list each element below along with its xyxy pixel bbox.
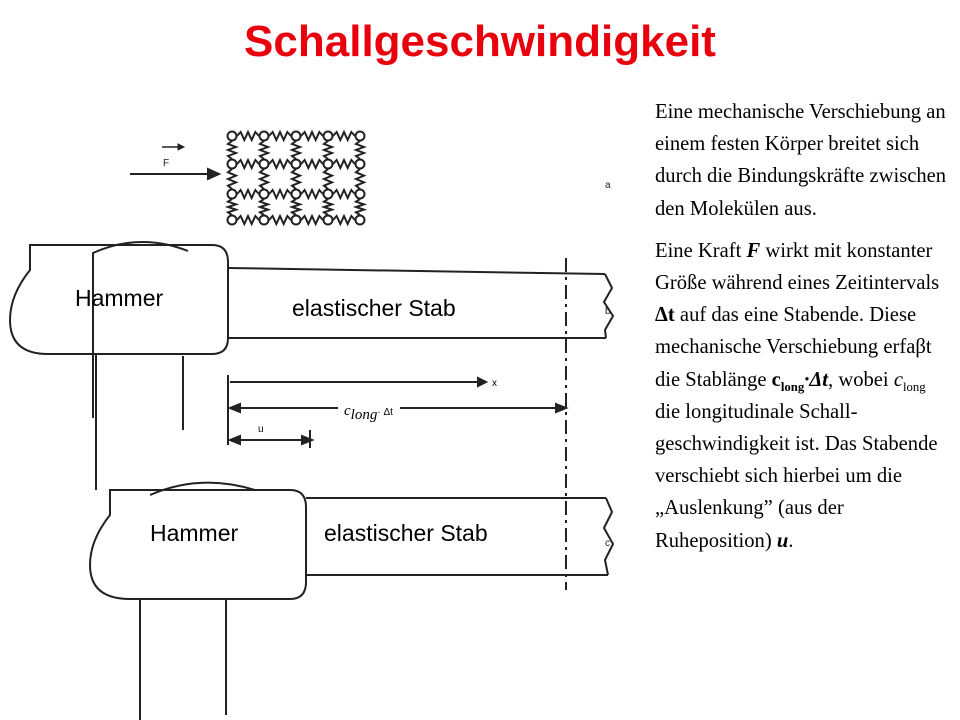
spring: [268, 187, 292, 201]
molecule-node: [290, 158, 302, 170]
spring: [353, 168, 367, 190]
spring: [268, 157, 292, 171]
top-hammer-assembly: [8, 240, 615, 590]
molecule-node: [290, 214, 302, 226]
spring: [236, 129, 260, 143]
top-rod-label: elastischer Stab: [292, 295, 456, 321]
spring: [352, 198, 368, 216]
spring: [288, 198, 304, 216]
spring: [224, 198, 240, 216]
spring: [332, 213, 356, 227]
top-hammer-label: Hammer: [75, 285, 164, 311]
molecule-node: [226, 158, 238, 170]
spring: [256, 198, 272, 216]
spring: [236, 157, 260, 171]
molecule-node: [322, 214, 334, 226]
page-title: Schallgeschwindigkeit: [244, 17, 716, 66]
measurement-arrows: [227, 375, 569, 448]
sound-propagation-diagram: F a b c Hammer elastischer Stab x clong·…: [8, 129, 615, 720]
molecule-node: [322, 158, 334, 170]
paragraph-1: Eine mechanische Verschiebung an einem f…: [655, 101, 947, 220]
force-label: F: [163, 158, 169, 169]
force-symbol: F: [746, 239, 761, 262]
bottom-rod-label: elastischer Stab: [324, 520, 488, 546]
spring: [321, 168, 335, 190]
spring: [225, 140, 239, 160]
spring: [236, 213, 260, 227]
spring: [321, 140, 335, 160]
force-arrow: [130, 143, 222, 181]
molecule-node: [226, 188, 238, 200]
measure-u-label: u: [258, 424, 264, 435]
molecule-node: [322, 130, 334, 142]
molecule-node: [322, 188, 334, 200]
panel-label-c: c: [605, 538, 610, 549]
molecule-node: [290, 130, 302, 142]
spring: [236, 187, 260, 201]
spring: [257, 168, 271, 190]
molecule-node: [354, 188, 366, 200]
spring: [300, 157, 324, 171]
spring: [353, 140, 367, 160]
spring: [320, 198, 336, 216]
spring: [332, 187, 356, 201]
molecule-node: [258, 130, 270, 142]
molecule-node: [258, 158, 270, 170]
molecule-node: [258, 188, 270, 200]
spring: [268, 129, 292, 143]
spring: [225, 168, 239, 190]
bottom-hammer-assembly: [88, 481, 615, 720]
molecule-node: [226, 214, 238, 226]
paragraph-2: Eine Kraft F wirkt mit konstanter Größe …: [655, 239, 940, 552]
spring: [268, 213, 292, 227]
molecule-node: [354, 214, 366, 226]
spring: [257, 140, 271, 160]
explanation-text: Eine mechanische Verschiebung an einem f…: [655, 96, 953, 567]
spring: [332, 129, 356, 143]
delta-t-symbol: Δt: [655, 304, 675, 327]
spring: [332, 157, 356, 171]
bottom-hammer-label: Hammer: [150, 520, 239, 546]
molecule-node: [354, 158, 366, 170]
spring: [300, 213, 324, 227]
molecule-node: [258, 214, 270, 226]
molecule-node: [290, 188, 302, 200]
displacement-symbol: u: [776, 529, 789, 552]
measure-c-long-label: clong· Δt: [344, 403, 393, 423]
molecule-node: [354, 130, 366, 142]
panel-label-b: b: [605, 306, 611, 317]
spring: [300, 129, 324, 143]
molecular-lattice: [224, 129, 368, 227]
panel-label-a: a: [605, 180, 611, 191]
measure-x-label: x: [492, 378, 497, 389]
molecule-node: [226, 130, 238, 142]
spring: [300, 187, 324, 201]
spring: [289, 140, 303, 160]
spring: [289, 168, 303, 190]
